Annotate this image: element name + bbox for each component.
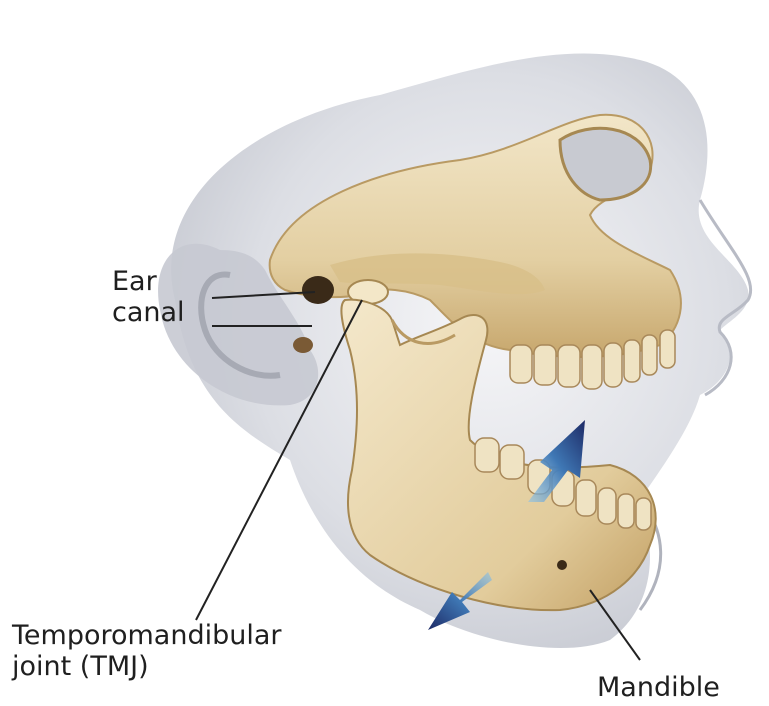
tmj-label: Temporomandibular joint (TMJ) — [12, 620, 282, 682]
ear-canal-label: Ear canal — [112, 266, 185, 328]
mandible-label: Mandible — [597, 672, 720, 703]
tmj-label-line2: joint (TMJ) — [12, 651, 282, 682]
tmj-label-line1: Temporomandibular — [12, 620, 282, 651]
ear-canal-label-line2: canal — [112, 297, 185, 328]
ear-canal-label-line1: Ear — [112, 266, 185, 297]
